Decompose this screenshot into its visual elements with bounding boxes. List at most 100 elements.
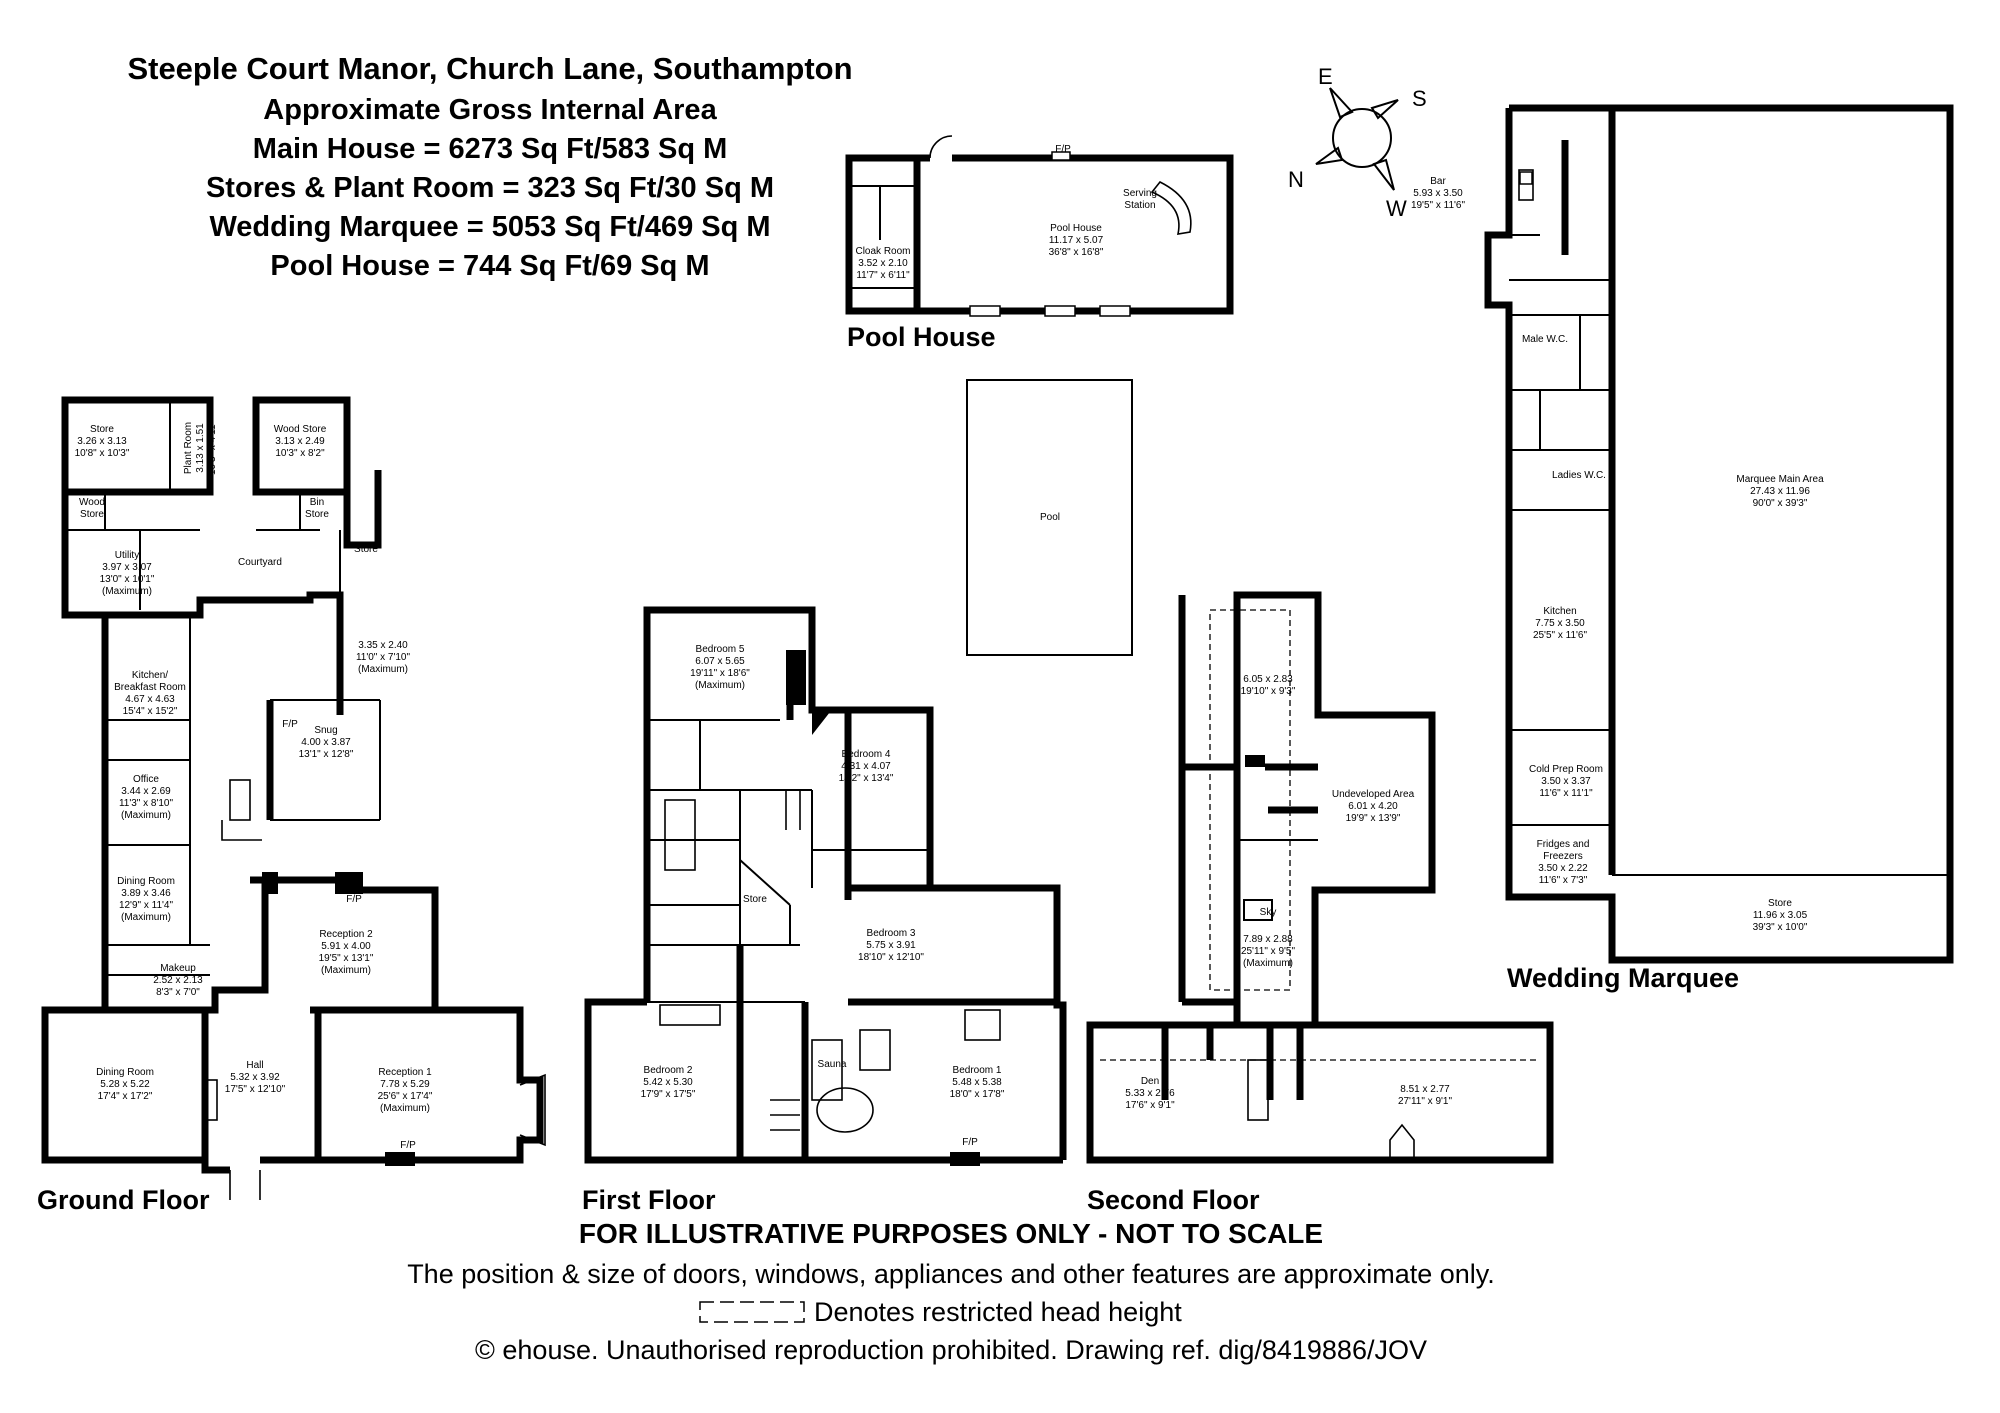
serving-station-line1: Serving — [1123, 188, 1157, 199]
marquee-kitchen-name: Kitchen — [1543, 606, 1576, 617]
cloak-room-metric: 3.52 x 2.10 — [858, 258, 908, 269]
reception-1-max: (Maximum) — [380, 1103, 430, 1114]
reception-2-max: (Maximum) — [321, 965, 371, 976]
bedroom-1-metric: 5.48 x 5.38 — [952, 1077, 1002, 1088]
utility-imperial: 13'0" x 10'1" — [100, 574, 155, 585]
undeveloped-name: Undeveloped Area — [1332, 789, 1415, 800]
den-metric: 5.33 x 2.76 — [1125, 1088, 1175, 1099]
reception-1-fp: F/P — [400, 1140, 416, 1151]
copyright-text: © ehouse. Unauthorised reproduction proh… — [475, 1335, 1427, 1365]
courtyard-name: Courtyard — [238, 557, 282, 568]
bedroom-2-metric: 5.42 x 5.30 — [643, 1077, 693, 1088]
second-top-imperial: 19'10" x 9'3" — [1241, 686, 1296, 697]
snug-name: Snug — [314, 725, 337, 736]
reception-2-name: Reception 2 — [319, 929, 373, 940]
second-top-metric: 6.05 x 2.83 — [1243, 674, 1293, 685]
wood-store-a-name: Wood Store — [274, 424, 327, 435]
compass-rose-icon: E S N W — [1288, 64, 1427, 221]
sauna-name: Sauna — [818, 1059, 847, 1070]
snug-fp: F/P — [282, 719, 298, 730]
area-marquee: Wedding Marquee = 5053 Sq Ft/469 Sq M — [209, 211, 770, 243]
store-b-name: Store — [354, 544, 378, 555]
bedroom-4-metric: 4.31 x 4.07 — [841, 761, 891, 772]
reception-2-fp: F/P — [346, 894, 362, 905]
room-335-imperial: 11'0" x 7'10" — [356, 652, 411, 663]
bedroom-4-imperial: 14'2" x 13'4" — [839, 773, 894, 784]
room-335-metric: 3.35 x 2.40 — [358, 640, 408, 651]
marquee-store-imperial: 39'3" x 10'0" — [1753, 922, 1808, 933]
bedroom-2-imperial: 17'9" x 17'5" — [641, 1089, 696, 1100]
snug-imperial: 13'1" x 12'8" — [299, 749, 354, 760]
marquee-main-imperial: 90'0" x 39'3" — [1753, 498, 1808, 509]
hall-imperial: 17'5" x 12'10" — [225, 1084, 286, 1095]
wood-store-b-line1: Wood — [79, 497, 105, 508]
utility-name: Utility — [115, 550, 139, 561]
dining-room-metric: 5.28 x 5.22 — [100, 1079, 150, 1090]
wood-store-a-imperial: 10'3" x 8'2" — [275, 448, 325, 459]
pool-outline: Pool — [966, 379, 1133, 656]
ground-floor-plan: Store 3.26 x 3.13 10'8" x 10'3" Plant Ro… — [37, 396, 546, 1215]
dining-small-metric: 3.89 x 3.46 — [121, 888, 171, 899]
bar-metric: 5.93 x 3.50 — [1413, 188, 1463, 199]
pool-house-name: Pool House — [1050, 223, 1102, 234]
reception-2-imperial: 19'5" x 13'1" — [319, 953, 374, 964]
bin-store-line2: Store — [305, 509, 329, 520]
kitchen-breakfast-metric: 4.67 x 4.63 — [125, 694, 175, 705]
wood-store-a-metric: 3.13 x 2.49 — [275, 436, 325, 447]
marquee-main-metric: 27.43 x 11.96 — [1750, 486, 1810, 497]
marquee-main-name: Marquee Main Area — [1736, 474, 1824, 485]
second-right-metric: 8.51 x 2.77 — [1400, 1084, 1450, 1095]
utility-max: (Maximum) — [102, 586, 152, 597]
marquee-store-name: Store — [1768, 898, 1792, 909]
room-335-max: (Maximum) — [358, 664, 408, 675]
second-floor-plan: Sky 6.05 x 2.83 19'10" x 9'3" Undevelope… — [1086, 591, 1554, 1215]
bedroom-5-max: (Maximum) — [695, 680, 745, 691]
bar-imperial: 19'5" x 11'6" — [1411, 200, 1466, 211]
marquee-kitchen-metric: 7.75 x 3.50 — [1535, 618, 1585, 629]
serving-station-line2: Station — [1124, 200, 1155, 211]
cloak-room-imperial: 11'7" x 6'11" — [856, 270, 910, 281]
pool-house-imperial: 36'8" x 16'8" — [1049, 247, 1104, 258]
makeup-name: Makeup — [160, 963, 196, 974]
snug-metric: 4.00 x 3.87 — [301, 737, 351, 748]
second-mid-max: (Maximum) — [1243, 958, 1293, 969]
pool-house-fp: F/P — [1055, 144, 1071, 155]
store-a-name: Store — [90, 424, 114, 435]
bedroom-1-name: Bedroom 1 — [953, 1065, 1002, 1076]
bedroom-5-imperial: 19'11" x 18'6" — [690, 668, 750, 679]
first-floor-label: First Floor — [582, 1185, 716, 1215]
compass-e: E — [1318, 64, 1333, 89]
area-main-house: Main House = 6273 Sq Ft/583 Sq M — [253, 133, 728, 165]
bedroom-1-imperial: 18'0" x 17'8" — [950, 1089, 1005, 1100]
den-name: Den — [1141, 1076, 1159, 1087]
plan-footer: FOR ILLUSTRATIVE PURPOSES ONLY - NOT TO … — [407, 1218, 1495, 1365]
cloak-room-name: Cloak Room — [855, 246, 910, 257]
bedroom-5-metric: 6.07 x 5.65 — [695, 656, 745, 667]
undeveloped-imperial: 19'9" x 13'9" — [1346, 813, 1401, 824]
pool-house-metric: 11.17 x 5.07 — [1049, 235, 1104, 246]
sky-marker: Sky — [1260, 907, 1277, 918]
plant-room-name: Plant Room — [183, 422, 194, 474]
pool-name: Pool — [1040, 512, 1060, 523]
store-a-imperial: 10'8" x 10'3" — [75, 448, 130, 459]
area-subtitle: Approximate Gross Internal Area — [263, 94, 717, 126]
bin-store-line1: Bin — [310, 497, 324, 508]
bedroom-4-name: Bedroom 4 — [842, 749, 891, 760]
reception-2-metric: 5.91 x 4.00 — [321, 941, 371, 952]
dining-small-max: (Maximum) — [121, 912, 171, 923]
bedroom-3-name: Bedroom 3 — [867, 928, 916, 939]
office-max: (Maximum) — [121, 810, 171, 821]
disclaimer-text: The position & size of doors, windows, a… — [407, 1259, 1495, 1289]
office-imperial: 11'3" x 8'10" — [119, 798, 174, 809]
pool-house-label: Pool House — [847, 322, 996, 352]
fridges-imperial: 11'6" x 7'3" — [1539, 875, 1588, 886]
compass-s: S — [1412, 86, 1427, 111]
second-right-imperial: 27'11" x 9'1" — [1398, 1096, 1453, 1107]
plant-room-metric: 3.13 x 1.51 — [195, 423, 206, 473]
wood-store-b-line2: Store — [80, 509, 104, 520]
ground-floor-label: Ground Floor — [37, 1185, 210, 1215]
male-wc-name: Male W.C. — [1522, 334, 1568, 345]
ladies-wc-name: Ladies W.C. — [1552, 470, 1606, 481]
kitchen-breakfast-line2: Breakfast Room — [114, 682, 186, 693]
restricted-height-text: Denotes restricted head height — [814, 1297, 1182, 1327]
